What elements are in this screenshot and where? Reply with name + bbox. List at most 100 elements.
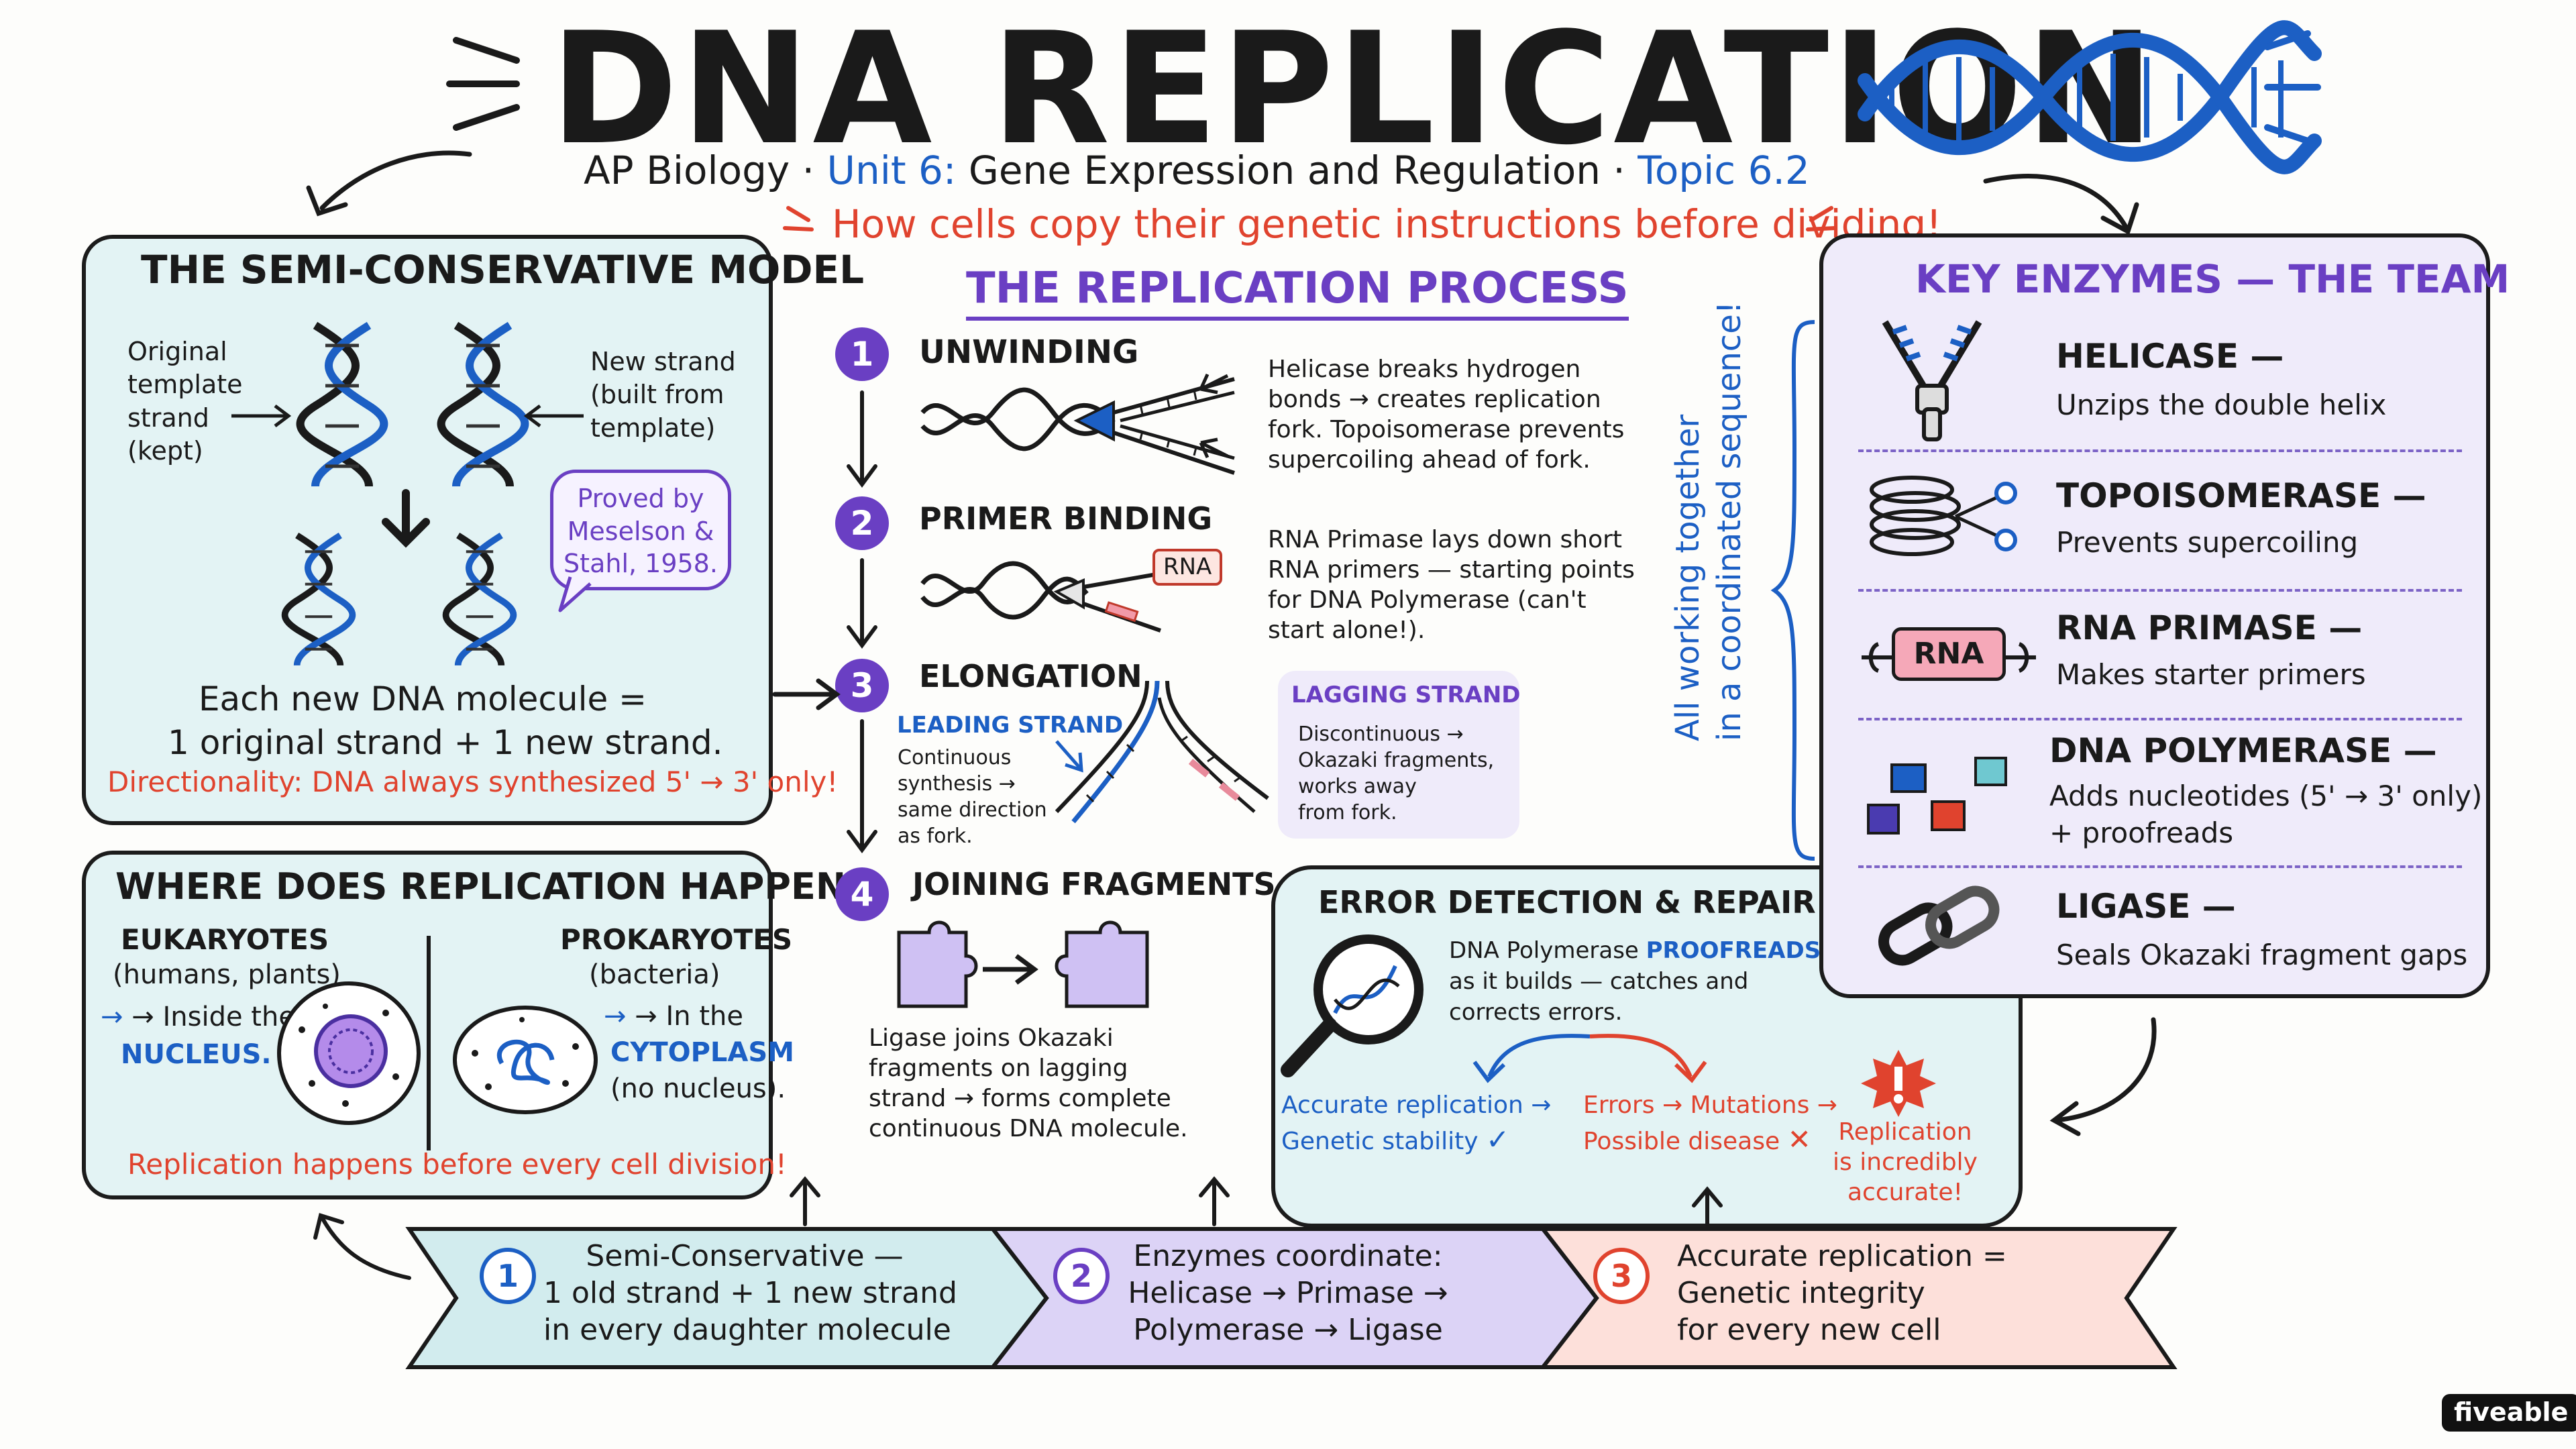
errors-result: Errors → Mutations → Possible disease ✕ <box>1583 1091 1837 1156</box>
primer-binding-icon <box>920 561 1161 633</box>
semi-conservative-summary: Each new DNA molecule = 1 original stran… <box>168 680 723 762</box>
enzymes-panel <box>1819 233 2490 998</box>
error-description: DNA Polymerase PROOFREADS as it builds —… <box>1449 937 1821 1026</box>
eukaryotic-cell-icon <box>277 981 421 1125</box>
step-3-number: 3 <box>835 659 889 712</box>
step-1-number: 1 <box>835 327 889 381</box>
enzymes-title: KEY ENZYMES — THE TEAM <box>1915 256 2510 302</box>
original-strand-arrow <box>231 405 292 427</box>
chain-link-icon <box>1878 885 2000 966</box>
helix-right-dashes <box>2264 30 2321 144</box>
parent-helix-icon-2 <box>437 321 529 487</box>
rna-primase-desc: Makes starter primers <box>2056 658 2366 691</box>
ligase-name: LIGASE — <box>2056 887 2236 926</box>
lagging-strand-box <box>1278 671 1519 839</box>
daughter-helix-icon-2 <box>442 532 517 666</box>
proved-by-bubble: Proved by Meselson & Stahl, 1958. <box>550 470 731 590</box>
directionality-note: Directionality: DNA always synthesized 5… <box>107 765 839 798</box>
eukaryotes-sub: (humans, plants) <box>113 959 341 990</box>
new-strand-arrow <box>523 405 584 427</box>
enzymes-to-error-arrow <box>2049 1017 2157 1136</box>
prokaryotes-inside: → → In the CYTOPLASM (no nucleus). <box>604 1001 794 1104</box>
elongation-fork-icon <box>1055 680 1269 824</box>
step-1-description: Helicase breaks hydrogen bonds → creates… <box>1268 356 1625 474</box>
step-2-title: PRIMER BINDING <box>919 500 1213 537</box>
eukaryotes-inside: → → Inside the NUCLEUS. <box>101 1002 295 1070</box>
enzyme-divider-3 <box>1858 718 2462 720</box>
banner-2-text: Enzymes coordinate: Helicase → Primase →… <box>1128 1239 1448 1347</box>
dna-polymerase-name: DNA POLYMERASE — <box>2049 731 2437 770</box>
arrow-to-semi-conservative <box>306 150 472 217</box>
coil-scissors-icon <box>1870 476 2017 556</box>
step-4-description: Ligase joins Okazaki fragments on laggin… <box>869 1024 1188 1142</box>
prokaryotic-cell-icon <box>453 1006 598 1114</box>
parent-helix-icon-1 <box>296 321 388 487</box>
warning-burst-icon <box>1861 1050 1936 1117</box>
enzyme-divider-1 <box>1858 449 2462 452</box>
tagline: How cells copy their genetic instruction… <box>832 201 1942 247</box>
leading-strand-title: LEADING STRAND <box>897 712 1124 739</box>
puzzle-pieces-icon <box>897 920 1149 1008</box>
lagging-strand-title: LAGGING STRAND <box>1291 682 1521 708</box>
leading-strand-pointer <box>1055 740 1083 773</box>
check-icon: ✓ <box>1486 1122 1510 1156</box>
original-strand-label: Original template strand (kept) <box>127 337 243 466</box>
replication-down-arrow <box>382 489 430 548</box>
magnifier-dna-icon <box>1281 934 1424 1077</box>
step-3-title: ELONGATION <box>919 658 1142 694</box>
ligase-desc: Seals Okazaki fragment gaps <box>2056 938 2468 971</box>
step-2-to-3-arrow <box>847 558 877 649</box>
leading-strand-description: Continuous synthesis → same direction as… <box>898 746 1047 848</box>
step-2-description: RNA Primase lays down short RNA primers … <box>1268 526 1635 644</box>
banner-3-number: 3 <box>1593 1248 1650 1304</box>
fiveable-logo: fiveable <box>2442 1394 2576 1432</box>
dna-polymerase-desc: Adds nucleotides (5' → 3' only) + proofr… <box>2049 780 2483 849</box>
error-title: ERROR DETECTION & REPAIR <box>1318 884 1816 920</box>
banner-2-number: 2 <box>1053 1248 1110 1304</box>
rna-primase-name: RNA PRIMASE — <box>2056 608 2363 647</box>
helicase-desc: Unzips the double helix <box>2056 388 2387 421</box>
step-2-number: 2 <box>835 496 889 550</box>
enzyme-divider-4 <box>1858 865 2462 868</box>
step-1-to-2-arrow <box>847 390 877 488</box>
step-3-to-4-arrow <box>847 719 877 854</box>
semi-conservative-title: THE SEMI-CONSERVATIVE MODEL <box>141 247 865 292</box>
nucleotide-blocks-icon <box>1867 757 2007 835</box>
tagline-right-sparks <box>1806 206 1837 231</box>
dna-helix-icon <box>1858 20 2322 174</box>
prokaryotes-title: PROKARYOTES <box>560 923 793 956</box>
rna-tag: RNA <box>1152 549 1223 586</box>
subtitle: AP Biology · Unit 6: Gene Expression and… <box>584 148 1810 193</box>
step-1-title: UNWINDING <box>919 333 1139 371</box>
daughter-helix-icon-1 <box>281 532 356 666</box>
banner-1-text: Semi-Conservative — 1 old strand + 1 new… <box>543 1239 957 1347</box>
semi-to-process-arrow <box>772 678 841 710</box>
topoisomerase-name: TOPOISOMERASE — <box>2056 476 2426 515</box>
eukaryotes-title: EUKARYOTES <box>121 923 329 956</box>
enzyme-divider-2 <box>1858 589 2462 592</box>
banner-1-number: 1 <box>480 1248 536 1304</box>
rna-primase-tag: RNA <box>1892 627 2006 681</box>
enzymes-bracket <box>1770 320 1815 861</box>
topoisomerase-desc: Prevents supercoiling <box>2056 526 2359 559</box>
new-strand-label: New strand (built from template) <box>590 347 736 443</box>
bubble-tail <box>558 576 592 612</box>
arrow-to-enzymes <box>1983 174 2139 235</box>
tagline-left-sparks <box>783 206 814 231</box>
step-4-title: JOINING FRAGMENTS <box>912 866 1276 902</box>
cross-icon: ✕ <box>1787 1122 1811 1156</box>
process-title: THE REPLICATION PROCESS <box>966 262 1629 321</box>
lagging-strand-description: Discontinuous → Okazaki fragments, works… <box>1298 722 1495 824</box>
where-title: WHERE DOES REPLICATION HAPPEN? <box>115 865 867 908</box>
title-left-dashes <box>446 37 520 131</box>
accurate-replication-result: Accurate replication → Genetic stability… <box>1281 1091 1552 1156</box>
error-branch-arrows <box>1472 1034 1707 1083</box>
accuracy-note: Replication is incredibly accurate! <box>1833 1118 1978 1206</box>
unwinding-arrows <box>1199 373 1229 459</box>
unwinding-fork-icon <box>920 377 1235 475</box>
step-4-number: 4 <box>835 867 889 921</box>
zipper-icon <box>1882 320 1982 441</box>
helicase-name: HELICASE — <box>2056 337 2284 376</box>
